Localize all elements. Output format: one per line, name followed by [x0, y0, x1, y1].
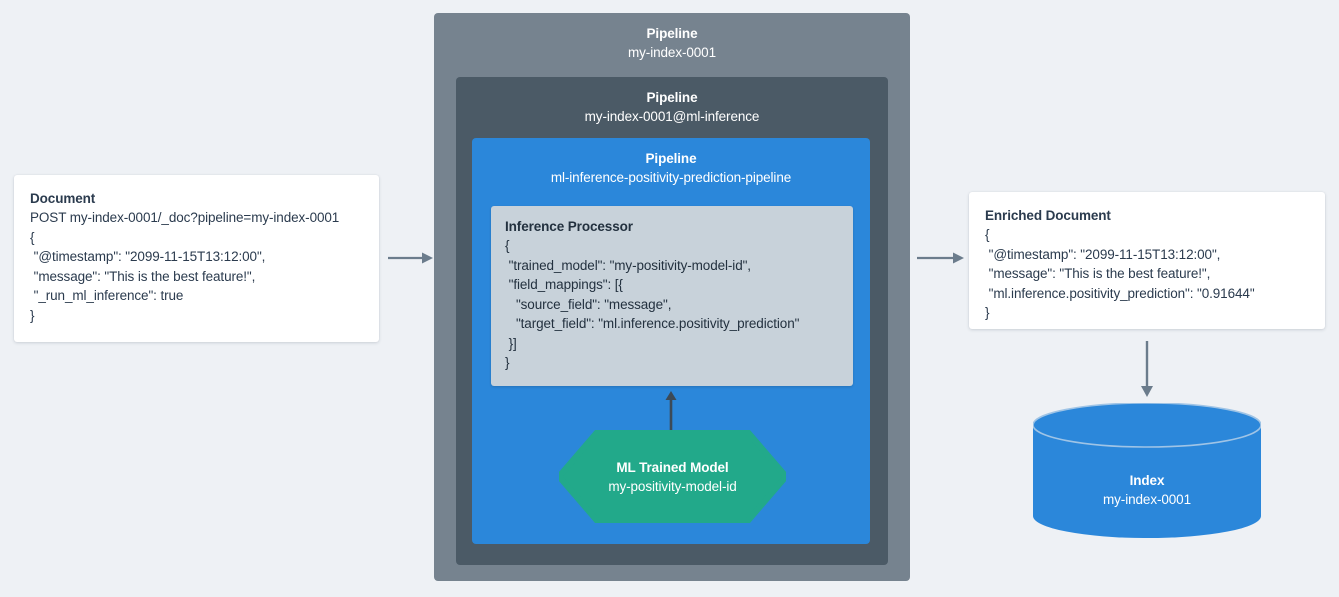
- inference-processor-line-2: "field_mappings": [{: [505, 277, 623, 292]
- index-label: Index my-index-0001: [1033, 471, 1261, 509]
- pipeline-inner-name: ml-inference-positivity-prediction-pipel…: [550, 170, 792, 185]
- arrow-pipeline-to-enriched-document: [917, 248, 965, 268]
- ml-trained-model-kind: ML Trained Model: [616, 459, 729, 475]
- document-line-1: {: [30, 229, 35, 245]
- ml-trained-model-name: my-positivity-model-id: [608, 478, 737, 494]
- document-card: Document POST my-index-0001/_doc?pipelin…: [14, 175, 379, 342]
- enriched-document-card: Enriched Document { "@timestamp": "2099-…: [969, 192, 1325, 329]
- enriched-document-line-2: "message": "This is the best feature!",: [985, 266, 1211, 281]
- enriched-document-line-1: "@timestamp": "2099-11-15T13:12:00",: [985, 246, 1221, 262]
- pipeline-middle-header: Pipeline my-index-0001@ml-inference: [456, 77, 888, 126]
- index-name: my-index-0001: [1103, 492, 1191, 507]
- index-cylinder: Index my-index-0001: [1033, 403, 1261, 538]
- ml-trained-model-hexagon: ML Trained Model my-positivity-model-id: [559, 430, 786, 523]
- pipeline-outer-header: Pipeline my-index-0001: [434, 13, 910, 62]
- enriched-document-line-0: {: [985, 227, 990, 242]
- enriched-document-line-4: }: [985, 305, 990, 320]
- arrow-model-to-processor: [661, 391, 681, 433]
- arrow-enriched-document-to-index: [1137, 341, 1157, 397]
- enriched-document-line-3: "ml.inference.positivity_prediction": "0…: [985, 285, 1255, 301]
- document-line-3: "message": "This is the best feature!",: [30, 268, 256, 284]
- inference-processor-line-5: }]: [505, 335, 517, 351]
- document-line-2: "@timestamp": "2099-11-15T13:12:00",: [30, 249, 266, 264]
- pipeline-outer-name: my-index-0001: [628, 45, 716, 60]
- cylinder-shape: [1033, 403, 1261, 538]
- index-kind: Index: [1129, 473, 1165, 488]
- document-line-0: POST my-index-0001/_doc?pipeline=my-inde…: [30, 210, 340, 225]
- inference-processor-line-1: "trained_model": "my-positivity-model-id…: [505, 257, 751, 273]
- inference-processor-line-4: "target_field": "ml.inference.positivity…: [505, 316, 800, 331]
- pipeline-middle-kind: Pipeline: [646, 90, 698, 105]
- enriched-document-title: Enriched Document: [985, 208, 1111, 223]
- pipeline-middle-name: my-index-0001@ml-inference: [584, 109, 760, 124]
- document-line-5: }: [30, 307, 35, 323]
- inference-processor-line-0: {: [505, 238, 510, 253]
- inference-processor-title: Inference Processor: [505, 219, 633, 234]
- pipeline-inner-kind: Pipeline: [645, 151, 697, 166]
- pipeline-inner-header: Pipeline ml-inference-positivity-predict…: [472, 138, 870, 187]
- inference-processor-line-6: }: [505, 355, 510, 370]
- inference-processor-box: Inference Processor { "trained_model": "…: [491, 206, 853, 386]
- hexagon-shape: [559, 430, 786, 523]
- ml-trained-model-text: ML Trained Model my-positivity-model-id: [608, 458, 736, 496]
- document-line-4: "_run_ml_inference": true: [30, 288, 184, 303]
- pipeline-outer-kind: Pipeline: [646, 26, 698, 41]
- document-title: Document: [30, 191, 96, 206]
- arrow-document-to-pipeline: [388, 248, 434, 268]
- inference-processor-line-3: "source_field": "message",: [505, 296, 672, 312]
